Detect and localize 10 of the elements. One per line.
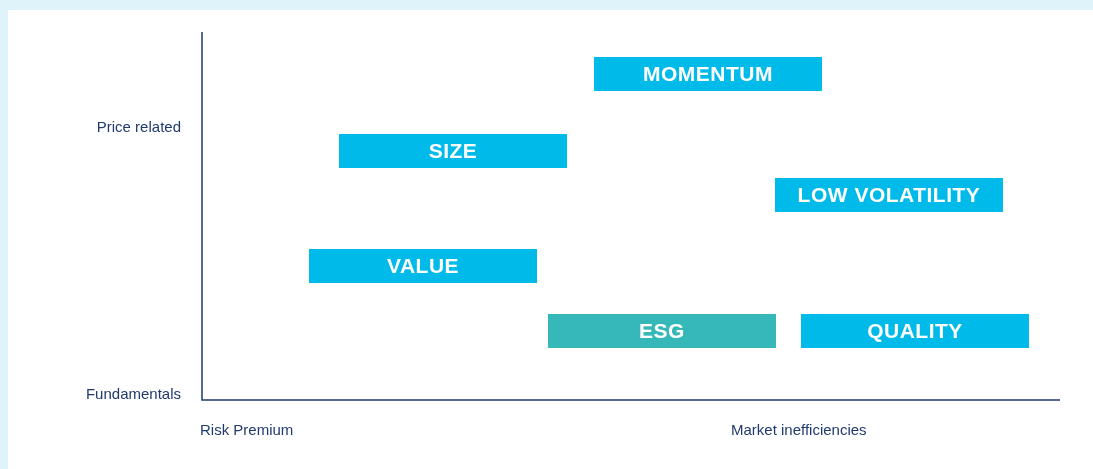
factor-bar: MOMENTUM xyxy=(594,57,822,91)
axis-label: Risk Premium xyxy=(200,421,294,438)
factor-bar: SIZE xyxy=(339,134,567,168)
axis-label: Fundamentals xyxy=(85,385,181,402)
axis-label: Market inefficiencies xyxy=(731,421,867,438)
factor-bar: ESG xyxy=(548,314,776,348)
factor-bar: VALUE xyxy=(309,249,537,283)
axis-label: Price related xyxy=(96,118,181,135)
factor-bar: LOW VOLATILITY xyxy=(775,178,1003,212)
factor-bar: QUALITY xyxy=(801,314,1029,348)
